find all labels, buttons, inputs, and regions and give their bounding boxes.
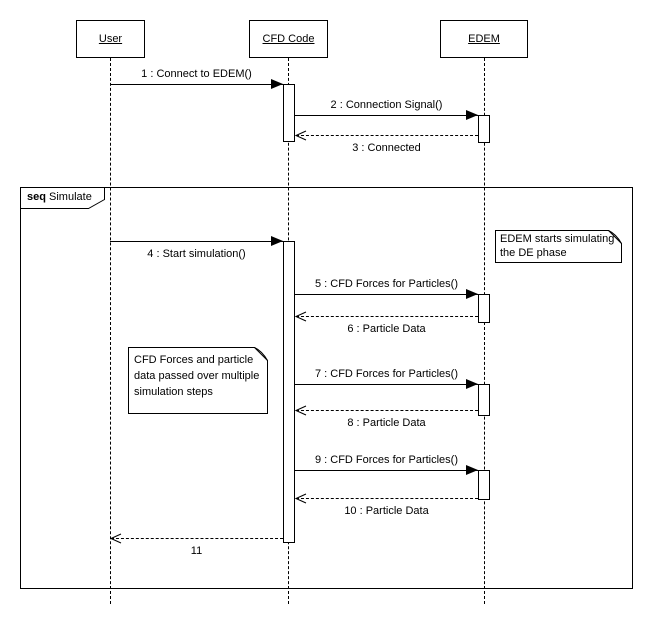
arrowhead-open-icon [295, 405, 307, 416]
message-label: 5 : CFD Forces for Particles() [314, 278, 459, 290]
note-line: simulation steps [134, 386, 213, 398]
activation-cfd-1 [283, 84, 295, 142]
message-label: 10 : Particle Data [344, 505, 429, 517]
message-label: 2 : Connection Signal() [330, 99, 443, 111]
message-label: 6 : Particle Data [347, 323, 426, 335]
message-label: 9 : CFD Forces for Particles() [314, 454, 459, 466]
arrowhead-open-icon [295, 311, 307, 322]
arrowhead-open-icon [110, 533, 122, 544]
seq-fragment-label: seq Simulate [20, 187, 106, 209]
message-line [110, 241, 283, 242]
note-line: data passed over multiple [134, 370, 260, 382]
message-line [110, 84, 283, 85]
note-shape [128, 347, 268, 414]
actor-edem: EDEM [440, 20, 528, 58]
actor-edem-label: EDEM [468, 33, 500, 45]
arrowhead-filled-icon [271, 79, 283, 89]
message-line [295, 384, 478, 385]
activation-edem-3 [478, 384, 490, 416]
message-label: 11 [190, 545, 203, 557]
activation-edem-2 [478, 294, 490, 323]
arrowhead-filled-icon [466, 379, 478, 389]
actor-user: User [76, 20, 145, 58]
message-label: 8 : Particle Data [347, 417, 426, 429]
note-line: the DE phase [500, 247, 567, 259]
note-edem-simulating: EDEM starts simulating the DE phase [495, 230, 622, 263]
message-line [295, 294, 478, 295]
arrowhead-filled-icon [466, 465, 478, 475]
lifeline-user [110, 58, 111, 604]
message-line [296, 410, 478, 411]
fragment-name: Simulate [49, 191, 92, 203]
lifeline-edem [484, 58, 485, 604]
message-line [296, 316, 478, 317]
message-line [111, 538, 283, 539]
arrowhead-filled-icon [466, 289, 478, 299]
message-label: 4 : Start simulation() [147, 248, 246, 260]
actor-cfd-code-label: CFD Code [262, 33, 315, 45]
message-line [296, 498, 478, 499]
arrowhead-open-icon [295, 130, 307, 141]
activation-cfd-2 [283, 241, 295, 543]
fragment-pentagon-shape [20, 187, 105, 209]
actor-cfd-code: CFD Code [249, 20, 328, 58]
activation-edem-4 [478, 470, 490, 500]
note-cfd-forces: CFD Forces and particle data passed over… [128, 347, 268, 414]
arrowhead-filled-icon [271, 236, 283, 246]
arrowhead-filled-icon [466, 110, 478, 120]
note-line: CFD Forces and particle [134, 354, 254, 366]
message-label: 3 : Connected [352, 142, 421, 154]
actor-user-label: User [98, 33, 123, 45]
arrowhead-open-icon [295, 493, 307, 504]
message-label: 1 : Connect to EDEM() [141, 68, 252, 80]
note-shape [495, 230, 622, 263]
message-line [295, 470, 478, 471]
fragment-operator: seq [27, 191, 46, 203]
message-label: 7 : CFD Forces for Particles() [314, 368, 459, 380]
activation-edem-1 [478, 115, 490, 143]
seq-fragment-frame [20, 187, 633, 589]
message-line [295, 115, 478, 116]
note-line: EDEM starts simulating [500, 233, 615, 245]
message-line [296, 135, 478, 136]
